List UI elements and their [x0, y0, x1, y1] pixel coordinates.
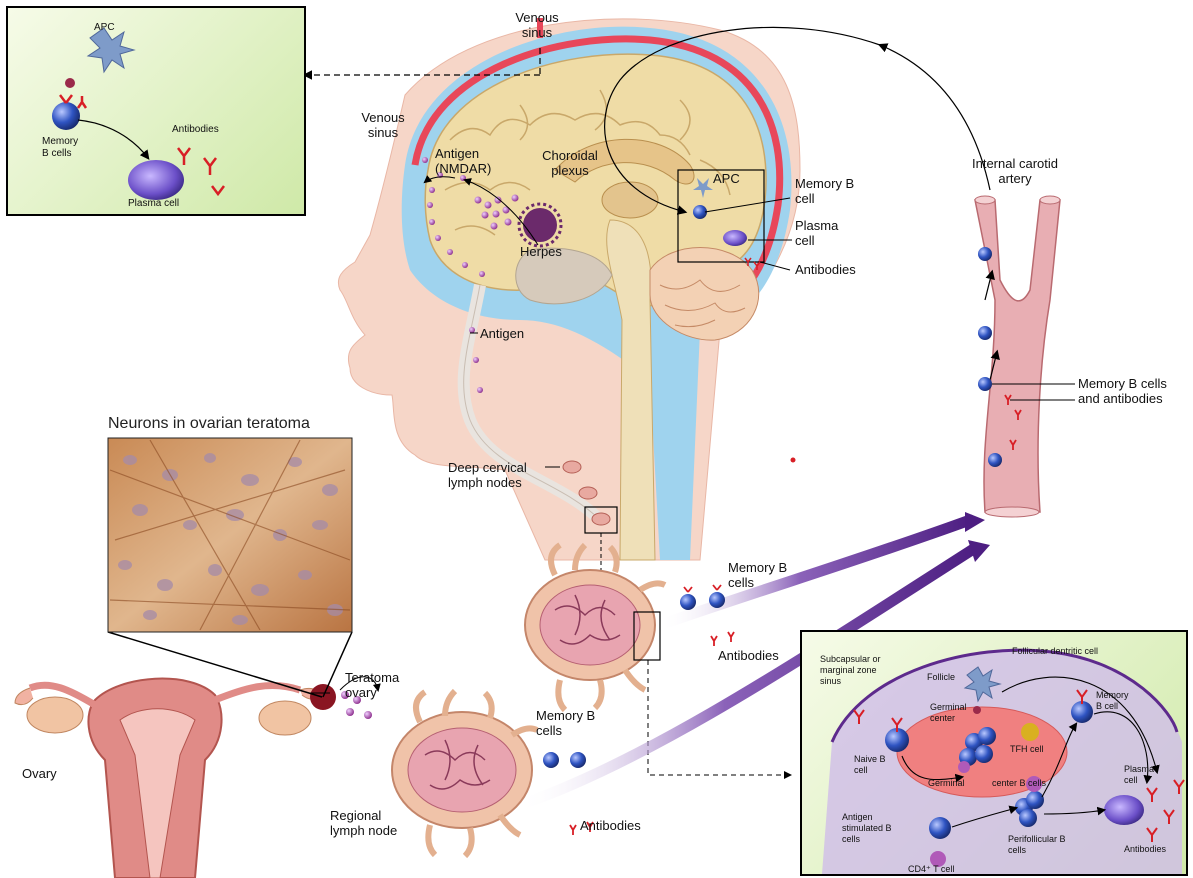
micrograph-title: Neurons in ovarian teratoma — [108, 416, 310, 431]
herpes-label: Herpes — [520, 244, 562, 259]
antigen-nmdar-label: Antigen (NMDAR) — [435, 146, 495, 176]
antigen-stimulated-label: Antigen stimulated B cells — [842, 812, 898, 845]
perifollicular-label: Perifollicular B cells — [1008, 834, 1068, 856]
venous-sinus-top-label: Venous sinus — [508, 10, 566, 40]
memory-b-and-antibodies-label: Memory B cells and antibodies — [1078, 376, 1178, 406]
gc-b-cells-label-left: Germinal — [928, 778, 965, 789]
cd4-label: CD4⁺ T cell — [908, 864, 954, 875]
inset-antibodies-label: Antibodies — [172, 124, 219, 136]
choroidal-plexus-label: Choroidal plexus — [530, 148, 610, 178]
uterus — [15, 679, 336, 878]
antibodies-brain-label: Antibodies — [795, 262, 856, 277]
naive-b-label: Naive B cell — [854, 754, 888, 776]
memory-b-cells-lower-label: Memory B cells — [536, 708, 596, 738]
carotid-artery — [975, 195, 1060, 517]
internal-carotid-label: Internal carotid artery — [960, 156, 1070, 186]
inset-memory-b-label: Memory B cells — [42, 136, 86, 160]
inset-apc-label: APC — [94, 22, 115, 34]
tfh-label: TFH cell — [1010, 744, 1044, 755]
germinal-inset-panel: Follicular dentritic cell Subcapsular or… — [800, 630, 1188, 876]
plasma-cell-brain-label: Plasma cell — [795, 218, 845, 248]
teratoma-ovary-label: Teratoma ovary — [345, 670, 405, 700]
memory-b-cell-brain-label: Memory B cell — [795, 176, 857, 206]
venous-sinus-left-label: Venous sinus — [354, 110, 412, 140]
top-inset-panel: APC Memory B cells Antibodies Plasma cel… — [6, 6, 306, 216]
germinal-center-label: Germinal center — [930, 702, 974, 724]
memory-b-label-gc: Memory B cell — [1096, 690, 1134, 712]
regional-lymph-node-label: Regional lymph node — [330, 808, 410, 838]
fdc-label: Follicular dentritic cell — [1012, 646, 1098, 657]
deep-cervical-label: Deep cervical lymph nodes — [448, 460, 548, 490]
antibodies-upper-label: Antibodies — [718, 648, 779, 663]
inset-plasma-label: Plasma cell — [128, 198, 179, 210]
micrograph-image — [108, 438, 352, 632]
antibodies-label-gc: Antibodies — [1124, 844, 1166, 855]
follicle-label: Follicle — [927, 672, 955, 683]
lymph-node-lower — [392, 691, 537, 856]
antibodies-lower-label: Antibodies — [580, 818, 641, 833]
subcapsular-label: Subcapsular or marginal zone sinus — [820, 654, 892, 687]
apc-brain-label: APC — [713, 171, 740, 186]
lymph-node-upper — [525, 545, 665, 710]
top-inset-art — [8, 8, 304, 214]
antigen-neck-label: Antigen — [480, 326, 524, 341]
ovary-label: Ovary — [22, 766, 57, 781]
gc-b-cells-label-right: center B cells — [992, 778, 1046, 789]
plasma-label-gc: Plasma cell — [1124, 764, 1158, 786]
memory-b-cells-upper-label: Memory B cells — [728, 560, 788, 590]
